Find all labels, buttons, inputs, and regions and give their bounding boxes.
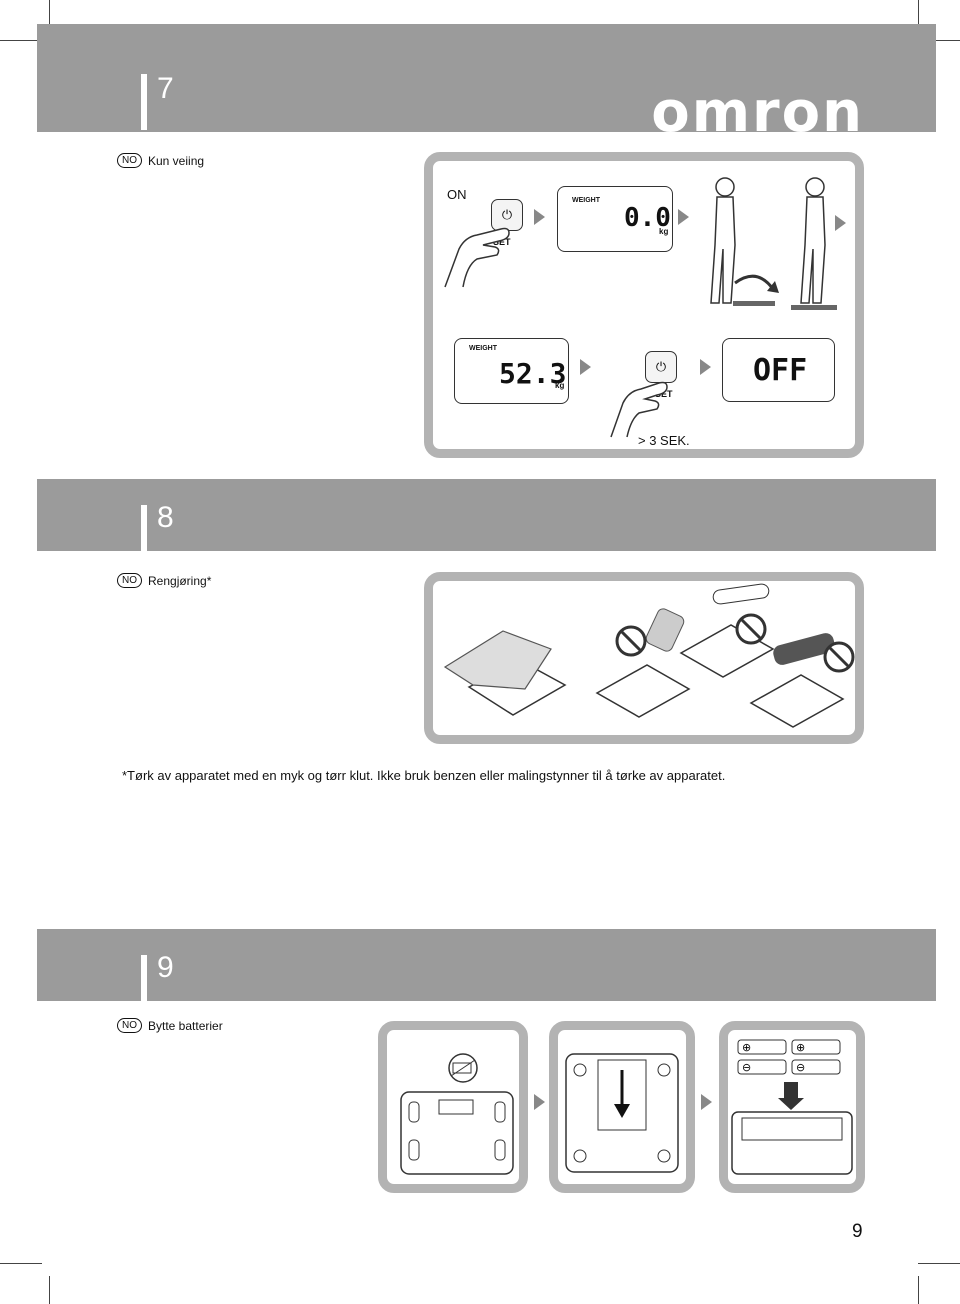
person-standing-icon <box>791 177 837 310</box>
svg-text:⊕: ⊕ <box>742 1041 751 1054</box>
set-label: SET <box>655 389 673 399</box>
display-weight-zero: WEIGHT 0.0 kg <box>557 186 673 252</box>
lang-code: NO <box>117 1018 142 1033</box>
display-value: 52.3 <box>499 357 567 390</box>
svg-text:⊖: ⊖ <box>742 1061 751 1074</box>
crop-mark <box>0 40 42 41</box>
cleaning-illustration <box>443 583 855 728</box>
crop-mark <box>49 0 50 28</box>
cleaning-note: *Tørk av apparatet med en myk og tørr kl… <box>122 768 726 783</box>
display-value: OFF <box>753 353 808 388</box>
power-icon: ⏻ <box>501 207 513 222</box>
section-7-number: 7 <box>157 72 174 105</box>
power-icon: ⏻ <box>655 359 667 374</box>
scale-icon <box>400 1091 514 1175</box>
crop-mark <box>918 40 960 41</box>
display-off: OFF <box>722 338 835 402</box>
crop-mark <box>918 0 919 28</box>
lang-code: NO <box>117 153 142 168</box>
section-9-number: 9 <box>157 951 174 984</box>
battery-icon: ⊕ ⊕ ⊖ ⊖ <box>737 1039 841 1075</box>
section-8-header: 8 <box>37 479 936 551</box>
section-9-title: NO Bytte batterier <box>117 1018 223 1033</box>
step-arrow <box>534 1094 545 1110</box>
power-button: ⏻ <box>491 199 523 231</box>
display-label: WEIGHT <box>572 197 600 204</box>
battery-step-1 <box>378 1021 528 1193</box>
hold-duration-text: > 3 SEK. <box>638 433 690 448</box>
section-bar <box>141 505 147 551</box>
svg-text:⊕: ⊕ <box>796 1041 805 1054</box>
section-8-title: NO Rengjøring* <box>117 573 211 588</box>
battery-step-3: ⊕ ⊕ ⊖ ⊖ <box>719 1021 865 1193</box>
scale-front-illustration <box>400 1053 514 1175</box>
section-9-title-text: Bytte batterier <box>148 1018 223 1033</box>
crop-mark <box>49 1276 50 1304</box>
section-8-number: 8 <box>157 501 174 534</box>
step-arrow <box>678 209 689 225</box>
display-unit: kg <box>555 381 565 390</box>
section-bar <box>141 955 147 1001</box>
display-unit: kg <box>659 227 669 236</box>
section-7-title: NO Kun veiing <box>117 153 204 168</box>
weighing-panel: ON ⏻ SET WEIGHT 0.0 kg WEIGHT 52.3 kg ⏻ … <box>424 152 864 458</box>
battery-insert-illustration: ⊕ ⊕ ⊖ ⊖ <box>731 1039 853 1175</box>
step-arrow <box>580 359 591 375</box>
omron-logo: omron <box>651 80 864 145</box>
page-number: 9 <box>852 1221 863 1242</box>
scale-back-illustration <box>565 1053 679 1173</box>
step-on-arrow <box>733 274 779 306</box>
svg-text:⊖: ⊖ <box>796 1061 805 1074</box>
step-arrow <box>701 1094 712 1110</box>
lang-code: NO <box>117 573 142 588</box>
person-stepping-icon <box>710 177 736 304</box>
hand-icon <box>610 381 668 438</box>
crop-mark <box>918 1263 960 1264</box>
display-value: 0.0 <box>624 203 671 233</box>
display-weight-result: WEIGHT 52.3 kg <box>454 338 569 404</box>
crop-mark <box>918 1276 919 1304</box>
section-9-header: 9 <box>37 929 936 1001</box>
set-label: SET <box>493 237 511 247</box>
section-bar <box>141 74 147 130</box>
section-7-title-text: Kun veiing <box>148 153 205 168</box>
step-arrow <box>700 359 711 375</box>
section-7-header: 7 omron <box>37 24 936 145</box>
prohibited-icon <box>679 583 775 678</box>
prohibited-icon <box>749 633 855 728</box>
scale-icon <box>443 630 567 716</box>
display-label: WEIGHT <box>469 345 497 352</box>
section-8-title-text: Rengjøring* <box>148 573 212 588</box>
crop-mark <box>0 1263 42 1264</box>
step-arrow <box>835 215 846 231</box>
battery-step-2 <box>549 1021 695 1193</box>
hand-icon <box>444 227 510 288</box>
prohibited-icon <box>595 608 691 718</box>
step-arrow <box>534 209 545 225</box>
cleaning-panel <box>424 572 864 744</box>
on-label: ON <box>447 187 467 202</box>
